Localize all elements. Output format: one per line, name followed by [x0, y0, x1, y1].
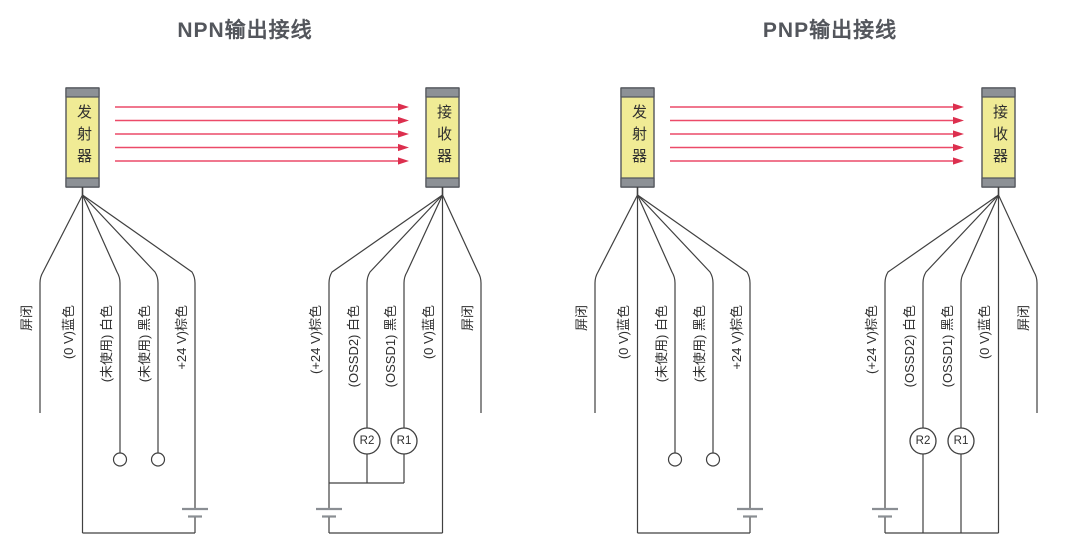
light-beam-arrows	[115, 103, 409, 165]
relay-label-r1: R1	[396, 435, 412, 447]
wire-white-unused	[636, 194, 676, 453]
wire-label-ossd1-black: (OSSD1) 黑色	[940, 305, 955, 388]
light-beam-arrows	[670, 103, 964, 165]
pnp-transmitter-device	[620, 87, 655, 195]
wire-shield	[441, 194, 482, 413]
relay-circle	[353, 427, 381, 455]
pnp-transmitter-wires	[594, 194, 763, 534]
wire-brown-24v	[884, 194, 999, 508]
beam-arrowhead-icon	[398, 103, 409, 165]
open-terminal-icon	[150, 452, 166, 467]
wire-label-shield: 屏闭	[19, 305, 34, 332]
open-terminal-icon	[705, 452, 721, 467]
npn-diagram-title: NPN输出接线	[177, 19, 313, 42]
pnp-transmitter-label: 发射器	[630, 104, 647, 170]
wire-shield	[997, 194, 1038, 413]
wire-label-black-unused: (未使用) 黑色	[137, 305, 152, 383]
wire-label-blue-0v: (0 V)蓝色	[977, 305, 992, 360]
wire-ossd2-white	[922, 194, 999, 428]
device-cap-icon	[620, 87, 655, 98]
power-supply-icon	[182, 507, 208, 518]
wire-ossd2-white	[366, 194, 443, 428]
relay-label-r2: R2	[359, 435, 375, 447]
wire-shield	[39, 194, 84, 413]
wire-shield	[594, 194, 639, 413]
npn-transmitter-wires	[39, 194, 208, 534]
wire-ossd1-black	[960, 194, 1000, 428]
npn-receiver-device	[425, 87, 460, 195]
wire-label-shield: 屏闭	[460, 305, 475, 332]
relay-circle	[390, 427, 418, 455]
wire-label-ossd2-white: (OSSD2) 白色	[346, 305, 361, 388]
pnp-receiver-label: 接收器	[991, 104, 1008, 170]
wire-black-unused	[637, 194, 714, 453]
wire-label-brown-24v: +24 V)棕色	[729, 305, 744, 370]
pnp-diagram	[594, 87, 1038, 534]
relay-circle	[947, 427, 975, 455]
wire-label-shield: 屏闭	[574, 305, 589, 332]
wire-label-shield: 屏闭	[1016, 305, 1031, 332]
wire-ossd1-black	[403, 194, 444, 428]
device-cap-icon	[65, 87, 100, 98]
wire-black-unused	[82, 194, 159, 453]
npn-receiver-wires	[316, 194, 482, 534]
wire-label-white-unused: (未使用) 白色	[654, 305, 669, 383]
pnp-diagram-title: PNP输出接线	[762, 19, 898, 42]
npn-transmitter-label: 发射器	[75, 104, 92, 170]
npn-diagram	[39, 87, 482, 534]
relay-circle	[909, 427, 937, 455]
relay-label-r1: R1	[953, 435, 969, 447]
relay-label-r2: R2	[915, 435, 931, 447]
wire-label-black-unused: (未使用) 黑色	[692, 305, 707, 383]
power-supply-icon	[316, 507, 342, 518]
wire-label-brown-24v: (+24 V)棕色	[308, 305, 323, 374]
wire-label-brown-24v: (+24 V)棕色	[864, 305, 879, 374]
wire-label-ossd2-white: (OSSD2) 白色	[902, 305, 917, 388]
wire-label-white-unused: (未使用) 白色	[99, 305, 114, 383]
beam-arrowhead-icon	[953, 103, 964, 165]
pnp-receiver-device	[981, 87, 1016, 195]
wire-brown-24v	[328, 194, 443, 508]
wire-white-unused	[81, 194, 121, 453]
wire-label-blue-0v: (0 V)蓝色	[61, 305, 76, 360]
wire-label-blue-0v: (0 V)蓝色	[421, 305, 436, 360]
npn-receiver-label: 接收器	[435, 104, 452, 170]
open-terminal-icon	[112, 452, 128, 467]
wire-brown-24v	[637, 194, 751, 508]
wire-label-blue-0v: (0 V)蓝色	[616, 305, 631, 360]
wire-brown-24v	[82, 194, 196, 508]
device-cap-icon	[425, 87, 460, 98]
wire-label-ossd1-black: (OSSD1) 黑色	[383, 305, 398, 388]
npn-transmitter-device	[65, 87, 100, 195]
wire-label-brown-24v: +24 V)棕色	[174, 305, 189, 370]
power-supply-icon	[737, 507, 763, 518]
pnp-receiver-wires	[872, 194, 1038, 534]
device-cap-icon	[981, 87, 1016, 98]
open-terminal-icon	[667, 452, 683, 467]
power-supply-icon	[872, 507, 898, 518]
